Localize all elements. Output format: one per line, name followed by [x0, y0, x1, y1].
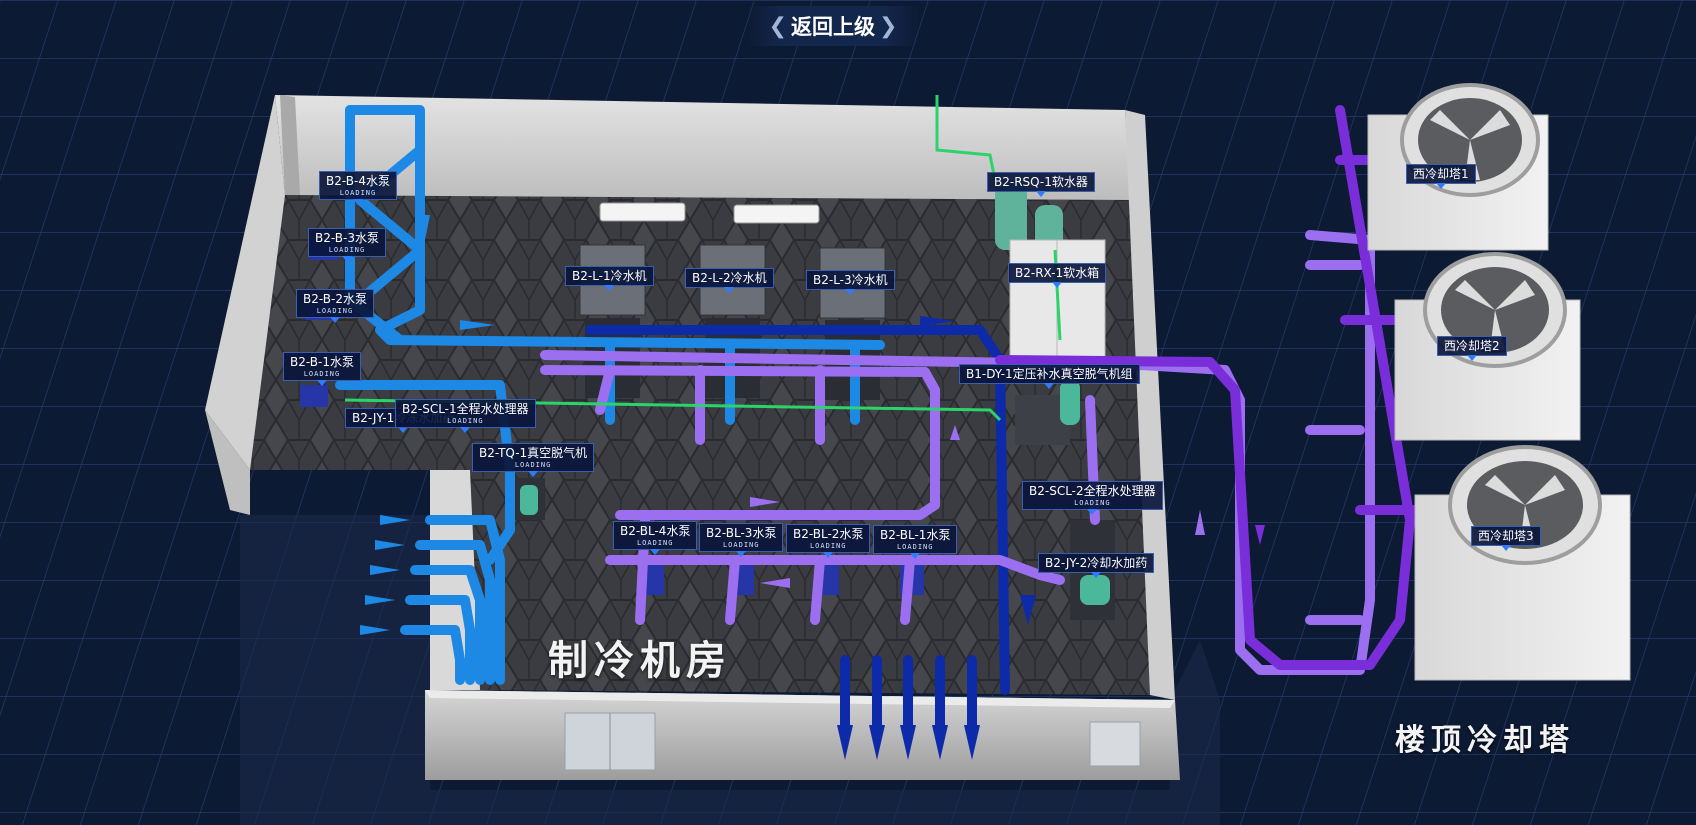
tower-label-3[interactable]: 西冷却塔3 — [1471, 526, 1541, 551]
room-title: 制冷机房 — [548, 638, 732, 684]
equipment-label-softener-rsq1[interactable]: B2-RSQ-1软水器 — [987, 172, 1095, 197]
back-button[interactable]: ❮ 返回上级 ❯ — [746, 6, 920, 46]
equipment-label-chiller-l3[interactable]: B2-L-3冷水机 — [806, 270, 895, 295]
equipment-label-chiller-l1[interactable]: B2-L-1冷水机 — [565, 266, 654, 291]
chevron-left-icon: ❮ — [768, 13, 787, 39]
cooling-towers — [1367, 83, 1631, 681]
tower-label-2[interactable]: 西冷却塔2 — [1437, 336, 1507, 361]
rooftop-title: 楼顶冷却塔 — [1395, 723, 1575, 758]
equipment-label-dose-jy2[interactable]: B2-JY-2冷却水加药 — [1038, 553, 1155, 578]
equipment-label-degas-dy1[interactable]: B1-DY-1定压补水真空脱气机组 — [959, 364, 1140, 389]
chevron-right-icon: ❯ — [879, 13, 898, 39]
equipment-label-chiller-l2[interactable]: B2-L-2冷水机 — [685, 268, 774, 293]
back-button-label: 返回上级 — [791, 15, 875, 39]
equipment-label-tank-rx1[interactable]: B2-RX-1软水箱 — [1008, 263, 1107, 288]
tower-label-1[interactable]: 西冷却塔1 — [1406, 164, 1476, 189]
